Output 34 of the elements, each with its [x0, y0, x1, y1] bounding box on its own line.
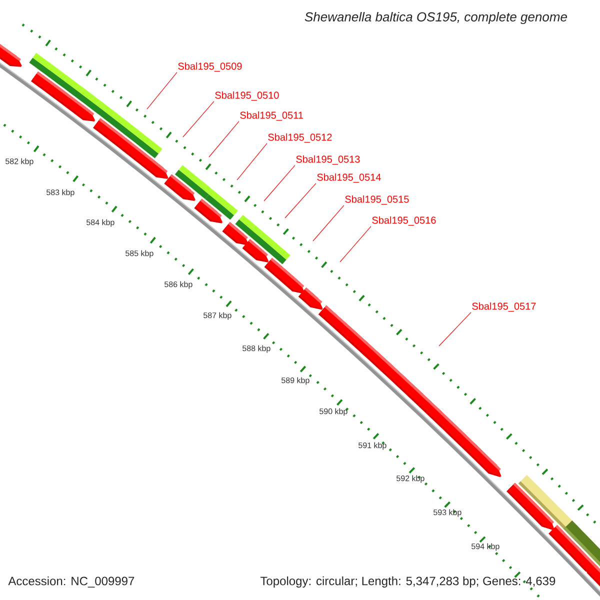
leader-line — [284, 183, 316, 218]
gene-label: Sbal195_0510 — [215, 91, 279, 101]
scale-label: 590 kbp — [320, 408, 348, 416]
title: Shewanella baltica OS195, complete genome — [304, 12, 567, 24]
gene-label: Sbal195_0511 — [240, 111, 303, 121]
gene-label: Sbal195_0514 — [317, 173, 381, 183]
scale-label: 584 kbp — [86, 219, 114, 227]
leader-line — [182, 101, 214, 138]
leader-line — [236, 143, 268, 180]
leader-line — [146, 72, 178, 110]
scale-label: 582 kbp — [6, 158, 34, 166]
scale-label: 587 kbp — [204, 312, 232, 320]
gene-label: Sbal195_0517 — [472, 302, 536, 312]
gene-label: Sbal195_0515 — [345, 195, 409, 205]
gene-label: Sbal195_0513 — [296, 155, 360, 165]
scale-label: 583 kbp — [46, 189, 74, 197]
leader-line — [264, 165, 296, 202]
scale-label: 585 kbp — [126, 250, 154, 258]
footer-text: Accession: NC_009997 — [8, 576, 134, 588]
leader-line — [340, 226, 372, 262]
footer-text: Topology: circular; Length: 5,347,283 bp; Genes: 4,639 — [260, 576, 556, 588]
scale-label: 586 kbp — [164, 281, 192, 289]
gene-label: Sbal195_0512 — [268, 133, 332, 143]
leader-line — [312, 205, 344, 242]
scale-label: 593 kbp — [434, 509, 462, 517]
scale-label: 594 kbp — [472, 543, 500, 551]
scale-label: 588 kbp — [242, 345, 270, 353]
leader-line — [208, 121, 240, 158]
scale-label: 591 kbp — [358, 442, 386, 450]
scale-label: 589 kbp — [282, 377, 310, 385]
gene-label: Sbal195_0509 — [178, 62, 242, 72]
leader-line — [438, 312, 472, 346]
gene-label: Sbal195_0516 — [372, 216, 436, 226]
scale-label: 592 kbp — [396, 475, 424, 483]
